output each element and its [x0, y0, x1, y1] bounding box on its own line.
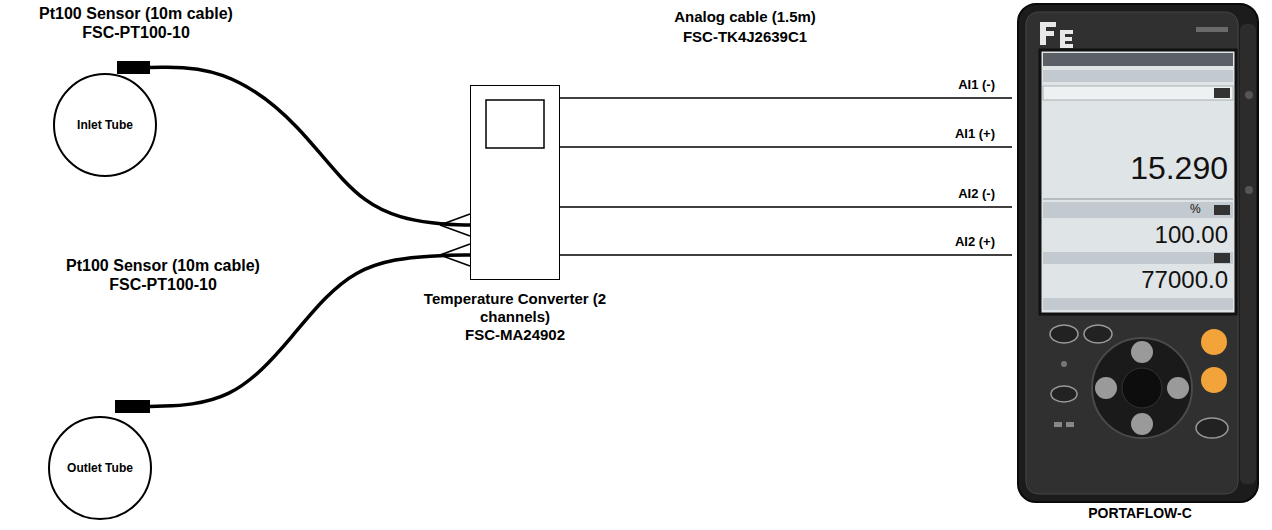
converter-label: Temperature Converter (2 channels): [410, 290, 620, 326]
analog-wire: [560, 146, 1012, 148]
battery-indicator: [1066, 422, 1074, 427]
device-side: [1240, 24, 1256, 484]
function-button: [1050, 325, 1078, 343]
cable-fork: [440, 225, 470, 236]
lcd-header-bar: [1043, 53, 1233, 66]
sensor-group: Pt100 Sensor (10m cable)FSC-PT100-10: [32, 256, 294, 416]
sensor-cable: [150, 67, 470, 225]
converter-box: [470, 85, 560, 280]
lcd-unit-box: [1214, 88, 1230, 98]
lcd-screen: [1040, 50, 1236, 314]
signal-name: AI1 (+): [955, 127, 995, 142]
side-connector: [1245, 91, 1253, 99]
cable-fork: [440, 255, 470, 266]
status-led: [1061, 361, 1067, 367]
sensor-label: FSC-PT100-10: [32, 275, 294, 294]
signal-name: AI2 (+): [955, 235, 995, 250]
text-block: Temperature Converter (2 channels)FSC-MA…: [410, 290, 620, 344]
lcd-value: 100.00: [1155, 221, 1228, 249]
converter-display: [486, 100, 544, 148]
device-body: [1018, 4, 1258, 502]
converter-group: Temperature Converter (2 channels)FSC-MA…: [410, 85, 620, 350]
lcd-unit-box: [1214, 205, 1230, 215]
tube-name: Outlet Tube: [67, 461, 133, 475]
cursor-key: [1167, 377, 1189, 399]
lcd-row-bar: [1043, 70, 1233, 82]
analog-wire: [560, 97, 1012, 99]
logo-mark: [1040, 22, 1056, 45]
cable-fork: [440, 214, 470, 225]
sensor-head: [115, 400, 150, 413]
sensor-group: Pt100 Sensor (10m cable)FSC-PT100-10: [5, 4, 267, 76]
cursor-key: [1131, 413, 1153, 435]
text-block: Outlet Tube: [67, 461, 133, 475]
lcd-row-bar: [1043, 86, 1233, 100]
model-plate: [1196, 27, 1228, 32]
enter-key: [1122, 368, 1162, 408]
lcd-value: 77000.0: [1141, 266, 1228, 294]
orange-key: [1201, 367, 1227, 393]
device-name: PORTAFLOW-C: [1012, 505, 1268, 522]
tube-name: Inlet Tube: [77, 118, 133, 132]
sensor-head: [117, 61, 150, 74]
cursor-key: [1131, 341, 1153, 363]
text-block: PORTAFLOW-C: [1012, 505, 1268, 522]
cursor-key: [1095, 377, 1117, 399]
cable-name: Analog cable (1.5m): [674, 8, 816, 25]
lcd-divider: [1043, 199, 1233, 200]
logo-mark: [1060, 30, 1073, 48]
lcd-unit-box: [1214, 253, 1230, 263]
cursor-pad: [1092, 338, 1192, 438]
sensor-label: Pt100 Sensor (10m cable): [5, 4, 267, 23]
device-illustration: [1018, 4, 1258, 502]
lcd-row-bar: [1043, 252, 1233, 264]
analog-wire: [560, 206, 1012, 208]
lcd-row-bar: [1043, 298, 1233, 310]
device-face: [1026, 12, 1238, 494]
tube-circle: Outlet Tube: [48, 416, 152, 520]
side-connector: [1245, 186, 1253, 194]
lcd-row-bar: [1043, 202, 1233, 218]
function-button: [1084, 325, 1112, 343]
cable-fork: [440, 244, 470, 255]
signal-name: AI2 (-): [958, 187, 995, 202]
text-block: Pt100 Sensor (10m cable)FSC-PT100-10: [5, 4, 267, 42]
power-button: [1051, 386, 1077, 402]
sensor-label: FSC-PT100-10: [5, 23, 267, 42]
battery-indicator: [1054, 422, 1062, 427]
converter-label: FSC-MA24902: [410, 326, 620, 344]
sensor-label: Pt100 Sensor (10m cable): [32, 256, 294, 275]
signal-name: AI1 (-): [958, 78, 995, 93]
device-group: PORTAFLOW-C: [1012, 0, 1268, 528]
text-block: Inlet Tube: [77, 118, 133, 132]
menu-key: [1196, 418, 1228, 438]
text-block: Pt100 Sensor (10m cable)FSC-PT100-10: [32, 256, 294, 294]
lcd-unit: %: [1190, 203, 1201, 217]
analog-wire: [560, 254, 1012, 256]
orange-key: [1201, 329, 1227, 355]
lcd-value: 15.290: [1130, 150, 1228, 187]
part-number: FSC-TK4J2639C1: [683, 28, 807, 45]
tube-circle: Inlet Tube: [53, 73, 157, 177]
